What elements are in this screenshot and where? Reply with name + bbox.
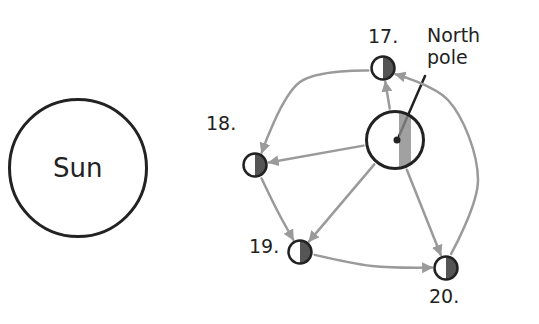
moon-fill <box>372 57 395 80</box>
moon-fill <box>244 154 267 177</box>
orbit-arrow <box>315 255 432 268</box>
position-number: 20. <box>429 285 459 307</box>
moon-outline <box>372 57 395 80</box>
radial-arrow <box>407 170 441 255</box>
moon-shape <box>370 55 396 81</box>
moon-shape <box>287 239 313 265</box>
moon-outline <box>435 257 458 280</box>
radial-arrow <box>385 82 389 109</box>
moon-shape <box>242 152 268 178</box>
north-pole-dot <box>394 137 401 144</box>
orbit-arrow <box>262 178 294 239</box>
orbit-arrow <box>262 70 369 152</box>
pole-label: North pole <box>427 24 503 68</box>
earth-shape <box>365 110 425 170</box>
moon-fill <box>289 241 312 264</box>
moon-circle: 20. <box>433 255 459 281</box>
moon-circle: 17. <box>370 55 396 81</box>
moon-fill <box>435 257 458 280</box>
position-number: 17. <box>368 25 398 47</box>
moon-circle: 19. <box>287 239 313 265</box>
earth-circle: North pole <box>365 110 425 170</box>
position-number: 18. <box>206 112 236 134</box>
radial-arrow <box>309 164 374 241</box>
position-number: 19. <box>249 235 279 257</box>
sun-circle: Sun <box>8 98 148 238</box>
earth-shading <box>399 113 411 167</box>
body-name: Sun <box>53 153 102 183</box>
radial-arrow <box>269 146 364 163</box>
moon-shape <box>433 255 459 281</box>
moon-circle: 18. <box>242 152 268 178</box>
earth-outline <box>367 112 424 169</box>
moon-outline <box>289 241 312 264</box>
moon-outline <box>244 154 267 177</box>
